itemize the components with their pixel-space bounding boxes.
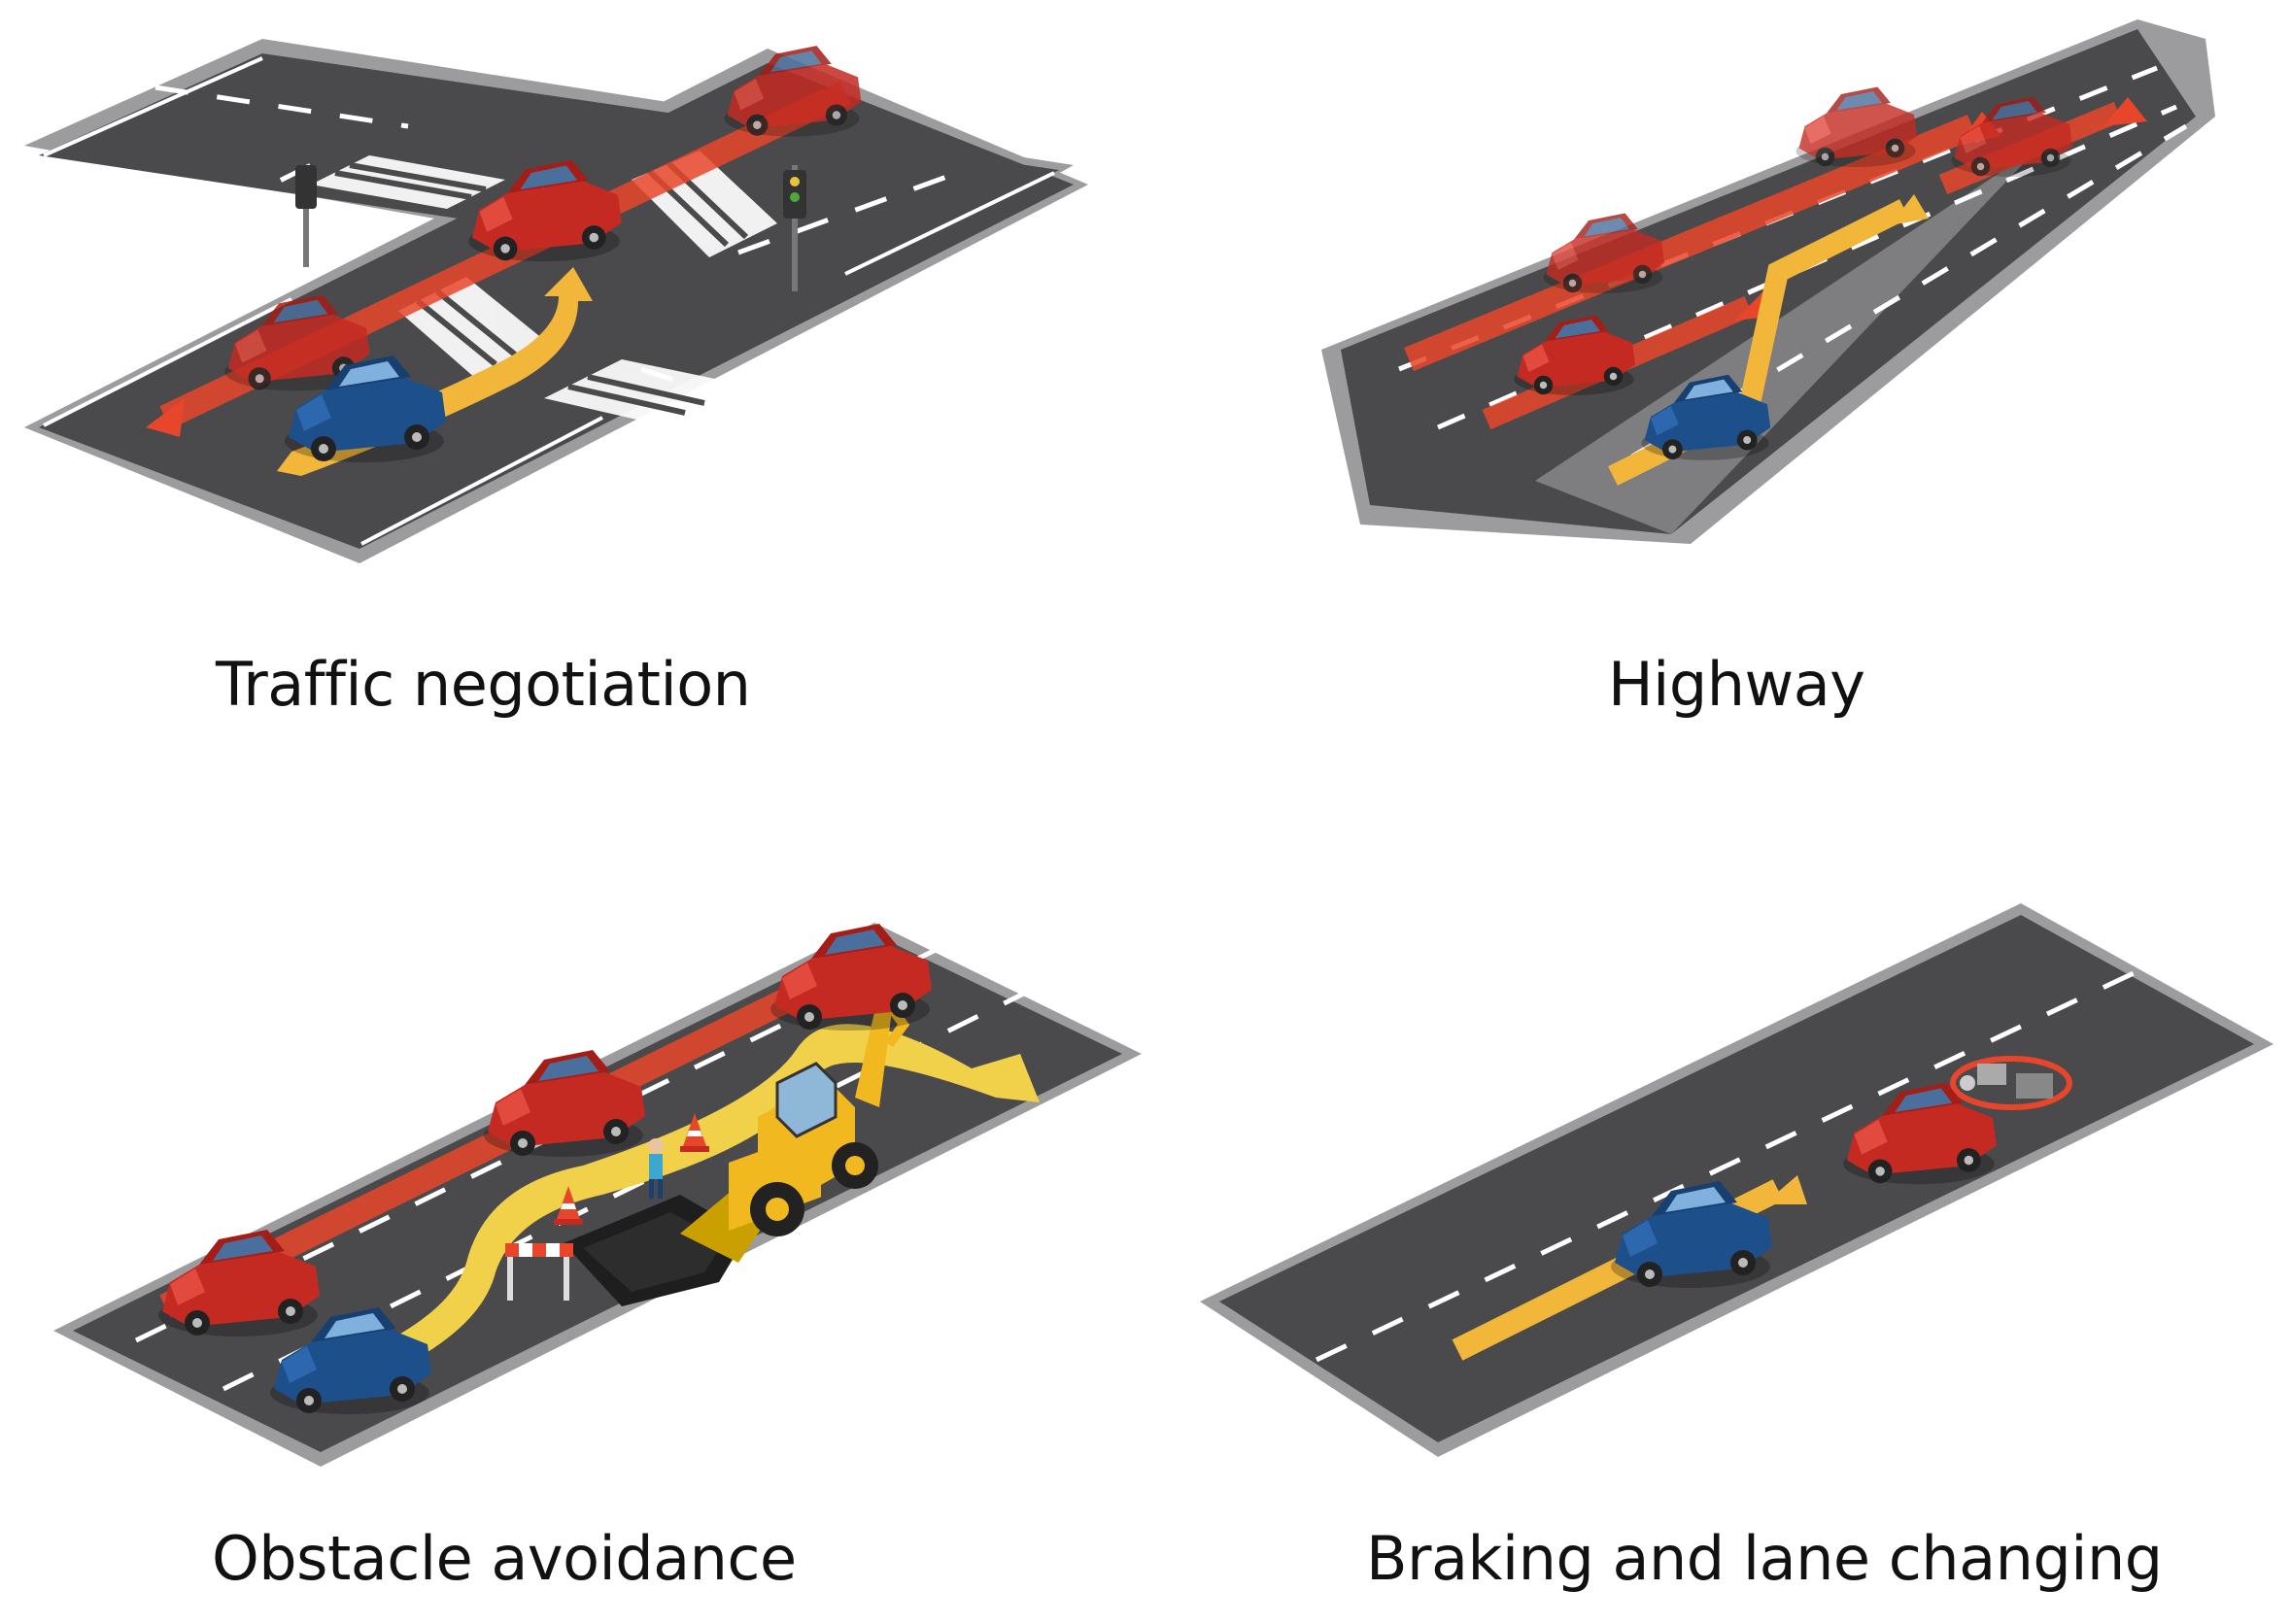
caption-braking-lane-changing: Braking and lane changing bbox=[1366, 1523, 2163, 1594]
traffic-intersection-illustration bbox=[24, 39, 1088, 563]
highway-illustration bbox=[1321, 19, 2215, 544]
obstacle-avoidance-illustration bbox=[53, 923, 1142, 1467]
panel-braking-lane-changing: Braking and lane changing bbox=[1146, 874, 2291, 1624]
caption-highway: Highway bbox=[1608, 649, 1865, 720]
panel-highway: Highway bbox=[1146, 0, 2291, 738]
panel-traffic-negotiation: Traffic negotiation bbox=[0, 0, 1117, 738]
excavator bbox=[680, 988, 910, 1263]
braking-illustration bbox=[1200, 903, 2274, 1457]
panel-obstacle-avoidance: Obstacle avoidance bbox=[0, 874, 1146, 1624]
caption-obstacle-avoidance: Obstacle avoidance bbox=[212, 1523, 797, 1594]
caption-traffic-negotiation: Traffic negotiation bbox=[216, 649, 751, 720]
